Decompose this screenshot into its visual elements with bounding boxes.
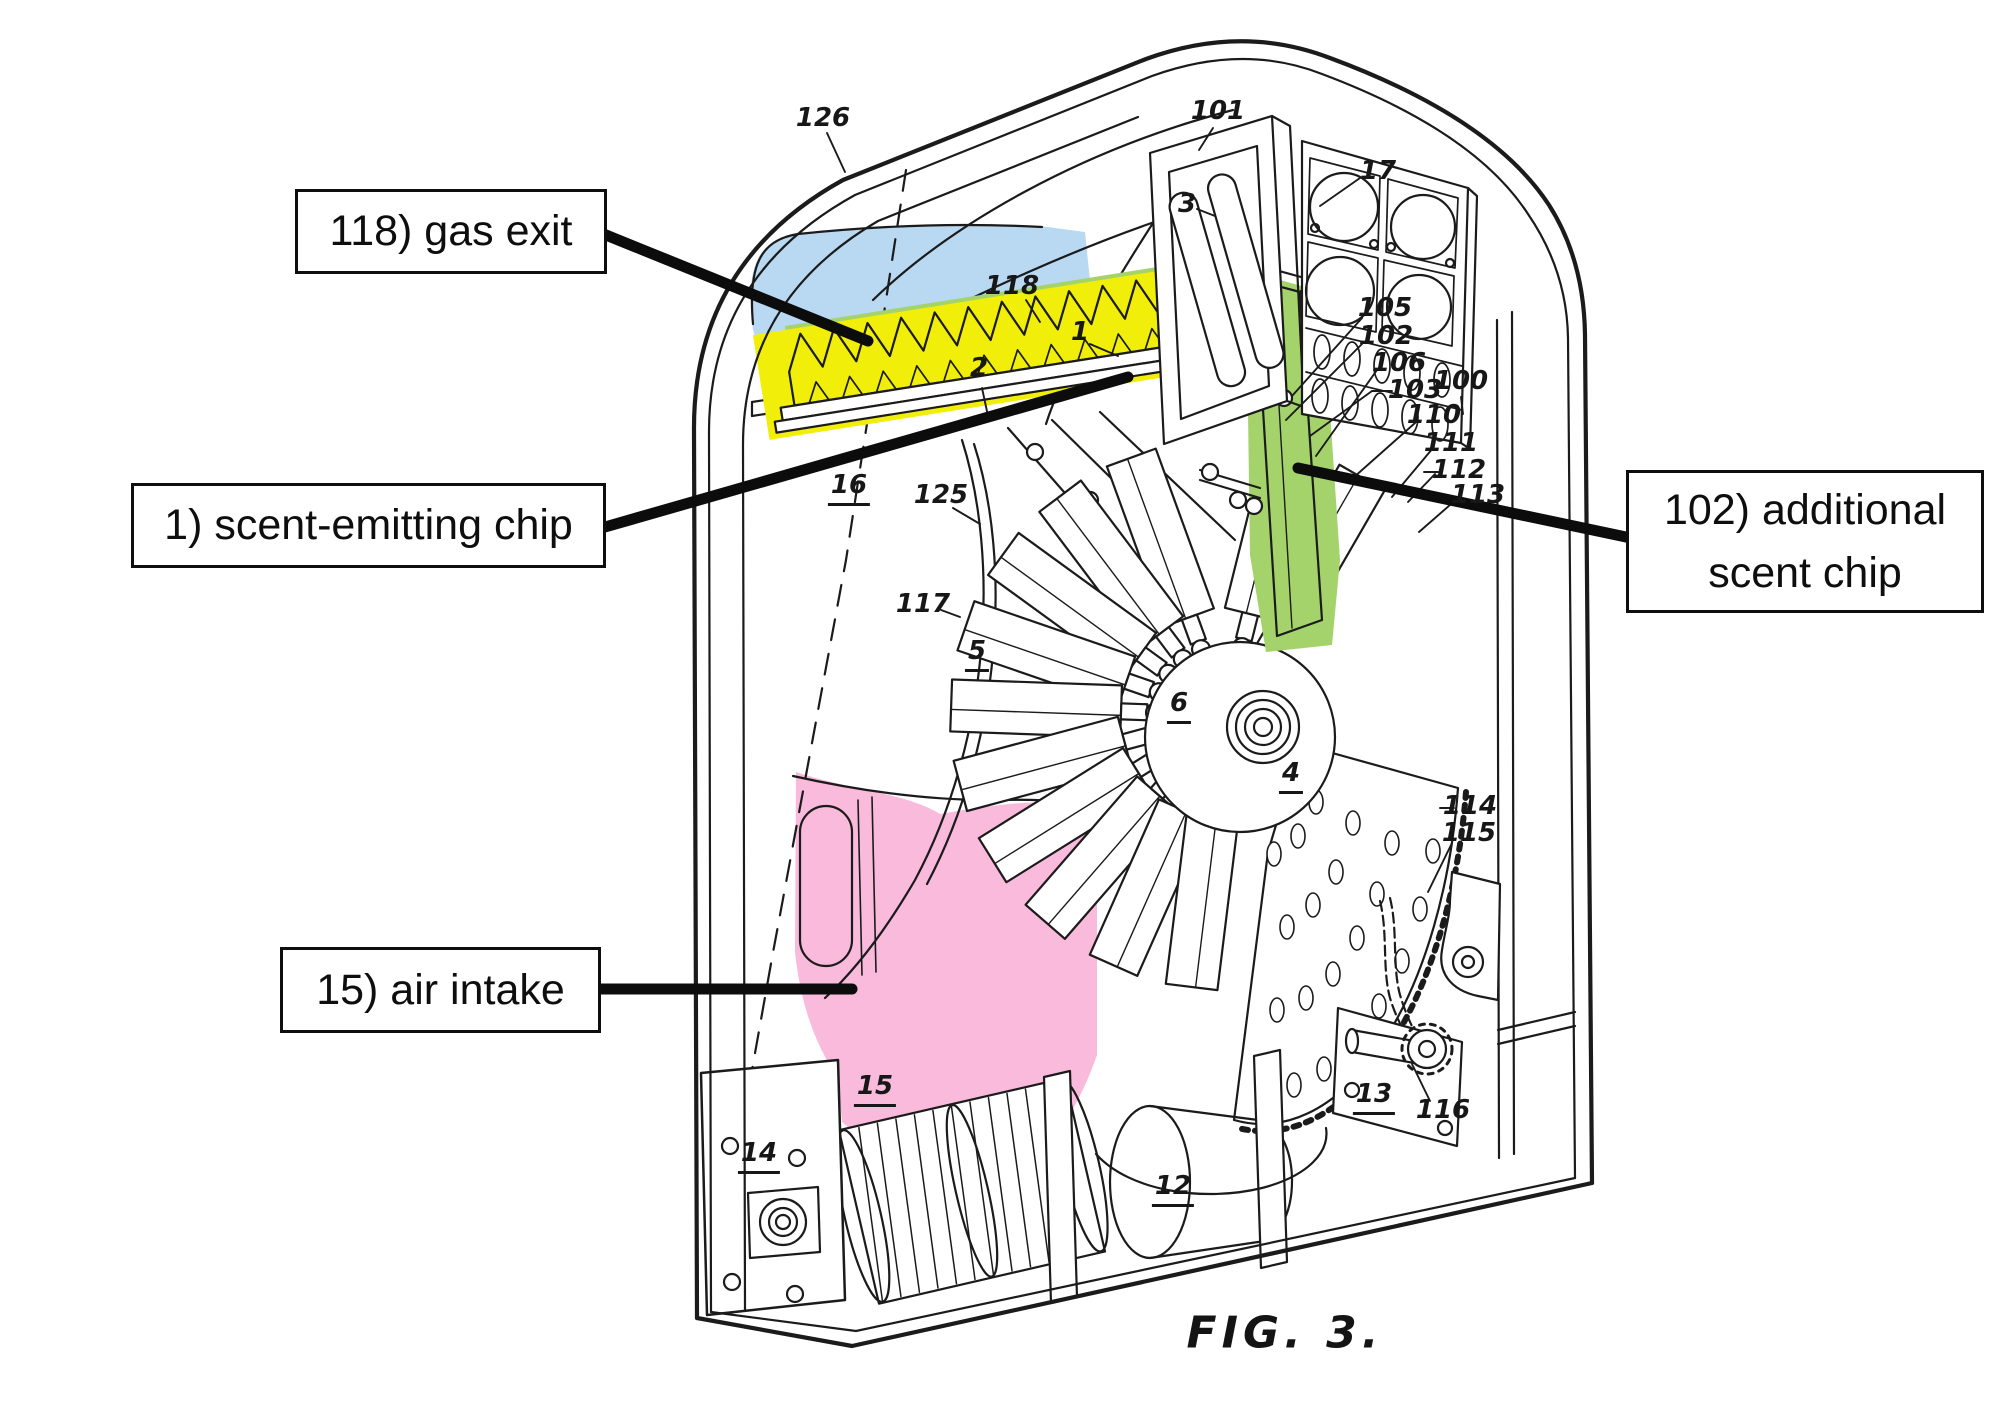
- ref-label-125: 125: [913, 480, 969, 510]
- ref-label-111: 111: [1423, 428, 1479, 458]
- scent-chip-leader: [599, 371, 1134, 533]
- ref-label-106: 106: [1371, 348, 1427, 378]
- ref-label-14: 14: [737, 1138, 781, 1174]
- ref-label-115: 115: [1441, 818, 1497, 848]
- wall-bracket: [1440, 870, 1502, 1002]
- gas-exit-window-outline: [750, 223, 1044, 326]
- ref-label-118: 118: [984, 271, 1040, 301]
- ref-label-3: 3: [1177, 189, 1197, 219]
- figure-caption: FIG. 3.: [1186, 1307, 1384, 1359]
- rotor-vanes: [949, 441, 1386, 992]
- ref-label-101: 101: [1190, 96, 1246, 126]
- ref-label-1: 1: [1070, 317, 1090, 347]
- callout-gas-exit: 118) gas exit: [295, 189, 607, 274]
- ref-label-4: 4: [1278, 758, 1304, 794]
- ref-label-112: 112: [1431, 455, 1487, 485]
- callout-additional-scent-chip: 102) additional scent chip: [1626, 470, 1984, 613]
- callout-air-intake: 15) air intake: [280, 947, 601, 1033]
- fan-bracket-left: [699, 1058, 847, 1317]
- ref-label-100: 100: [1433, 366, 1489, 396]
- ref-label-114: 114: [1442, 791, 1498, 821]
- motor: [1094, 1048, 1328, 1270]
- ref-label-5: 5: [964, 636, 990, 672]
- blower-fan: [835, 1069, 1109, 1305]
- drive-chain: [1331, 870, 1502, 1148]
- ref-label-13: 13: [1352, 1079, 1396, 1115]
- ref-label-12: 12: [1151, 1171, 1195, 1207]
- vent-frame: [1148, 114, 1306, 446]
- speaker-panel: [1300, 139, 1479, 451]
- ref-label-16: 16: [827, 470, 871, 506]
- ref-label-102: 102: [1358, 321, 1414, 351]
- ref-label-2: 2: [969, 353, 989, 383]
- callout-leaders: [592, 227, 1632, 995]
- ref-label-113: 113: [1450, 480, 1506, 510]
- ref-label-15: 15: [853, 1071, 897, 1107]
- ref-label-105: 105: [1357, 293, 1413, 323]
- additional-chip-leader: [1292, 462, 1632, 543]
- ref-label-116: 116: [1415, 1095, 1471, 1125]
- cabinet-shell: [691, 39, 1595, 1349]
- ref-label-17: 17: [1359, 156, 1397, 186]
- rotor-hub: [1143, 640, 1337, 834]
- ref-label-110: 110: [1406, 400, 1462, 430]
- air-intake-vent: [798, 796, 877, 976]
- figure-line-art: [691, 39, 1595, 1349]
- ref-label-126: 126: [795, 103, 851, 133]
- callout-scent-emitting-chip: 1) scent-emitting chip: [131, 483, 606, 568]
- fan-support-right: [1042, 1069, 1079, 1305]
- ref-label-117: 117: [895, 589, 951, 619]
- gas-exit-leader: [595, 227, 874, 347]
- ref-label-103: 103: [1387, 375, 1443, 405]
- ref-label-6: 6: [1166, 688, 1192, 724]
